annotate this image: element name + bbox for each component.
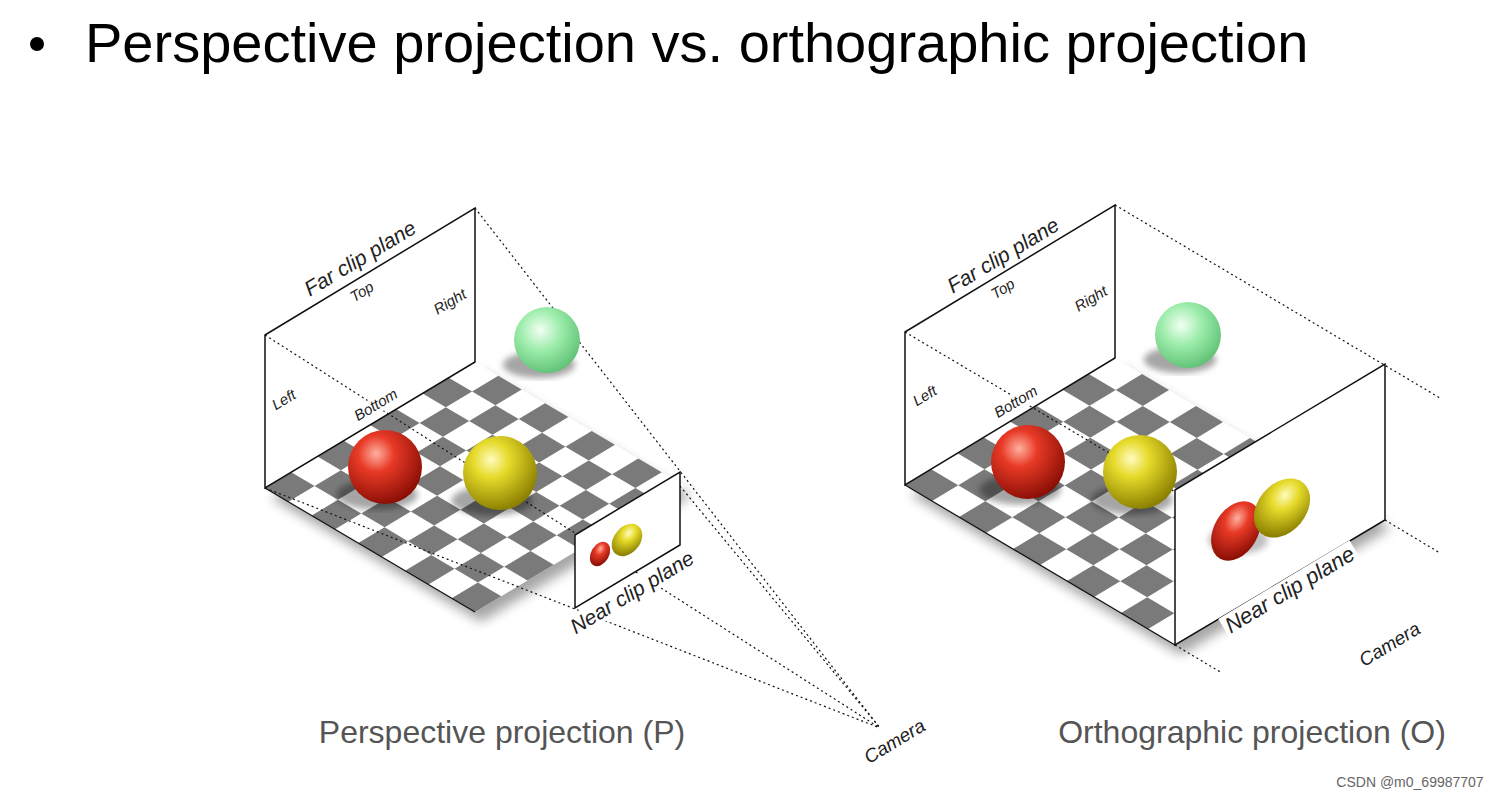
orthographic-near-plane: [1175, 364, 1385, 645]
checkerboard-floors: [265, 358, 1391, 655]
figure-caption: Orthographic projection (O): [1058, 715, 1446, 750]
perspective-frustum: [265, 208, 880, 728]
bullet: [30, 37, 44, 51]
perspective-near-image: [586, 518, 649, 570]
camera-label: Camera: [1353, 617, 1427, 673]
figure-caption: Perspective projection (P): [319, 715, 685, 750]
spheres: [336, 302, 1221, 516]
slide-title: Perspective projection vs. orthographic …: [85, 12, 1308, 74]
camera-label: Camera: [858, 714, 932, 770]
orthographic-box: [905, 205, 1440, 673]
watermark: CSDN @m0_69987707: [1336, 775, 1483, 790]
